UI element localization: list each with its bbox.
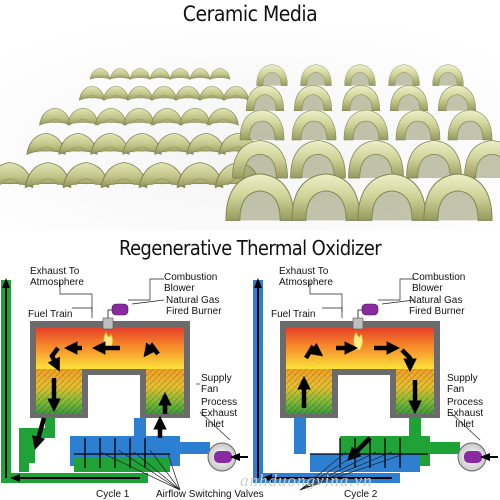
ceramic-media-illustration bbox=[0, 30, 500, 230]
label-process-exhaust-1b: Exhaust bbox=[201, 408, 237, 419]
label-combustion-blower-2b: Blower bbox=[412, 283, 443, 294]
label-natural-gas-1b: Fired Burner bbox=[166, 306, 222, 317]
label-natural-gas-2b: Fired Burner bbox=[409, 306, 465, 317]
label-process-exhaust-2b: Exhaust bbox=[447, 408, 483, 419]
label-exhaust-to-atmosphere-1b: Atmosphere bbox=[30, 277, 84, 288]
label-combustion-blower-1b: Blower bbox=[164, 283, 195, 294]
label-exhaust-to-atmosphere-2a: Exhaust To bbox=[279, 266, 329, 277]
label-fuel-train-2: Fuel Train bbox=[271, 309, 315, 320]
label-exhaust-to-atmosphere-2b: Atmosphere bbox=[279, 277, 333, 288]
label-cycle-2: Cycle 2 bbox=[344, 489, 378, 500]
rto-unit-cycle-1 bbox=[1, 278, 248, 483]
label-cycle-1: Cycle 1 bbox=[96, 489, 130, 500]
label-natural-gas-2a: Natural Gas bbox=[409, 295, 462, 306]
label-process-exhaust-1c: Inlet bbox=[205, 419, 224, 430]
label-fuel-train-1: Fuel Train bbox=[28, 309, 72, 320]
ceramic-media-title: Ceramic Media bbox=[182, 2, 318, 26]
label-supply-fan-2a: Supply bbox=[447, 373, 478, 384]
rto-title: Regenerative Thermal Oxidizer bbox=[118, 236, 382, 260]
label-supply-fan-2b: Fan bbox=[447, 384, 464, 395]
label-process-exhaust-2a: Process bbox=[447, 397, 483, 408]
label-supply-fan-1b: Fan bbox=[201, 384, 218, 395]
label-process-exhaust-2c: Inlet bbox=[455, 419, 474, 430]
label-process-exhaust-1a: Process bbox=[201, 397, 237, 408]
watermark: anhduongvina.vn bbox=[240, 471, 373, 490]
label-combustion-blower-1a: Combustion bbox=[164, 272, 217, 283]
label-natural-gas-1a: Natural Gas bbox=[166, 295, 219, 306]
label-airflow-switching-valves: Airflow Switching Valves bbox=[156, 489, 264, 500]
label-supply-fan-1a: Supply bbox=[201, 373, 232, 384]
label-exhaust-to-atmosphere-1a: Exhaust To bbox=[30, 266, 80, 277]
rto-unit-cycle-2 bbox=[253, 278, 498, 483]
label-combustion-blower-2a: Combustion bbox=[412, 272, 465, 283]
